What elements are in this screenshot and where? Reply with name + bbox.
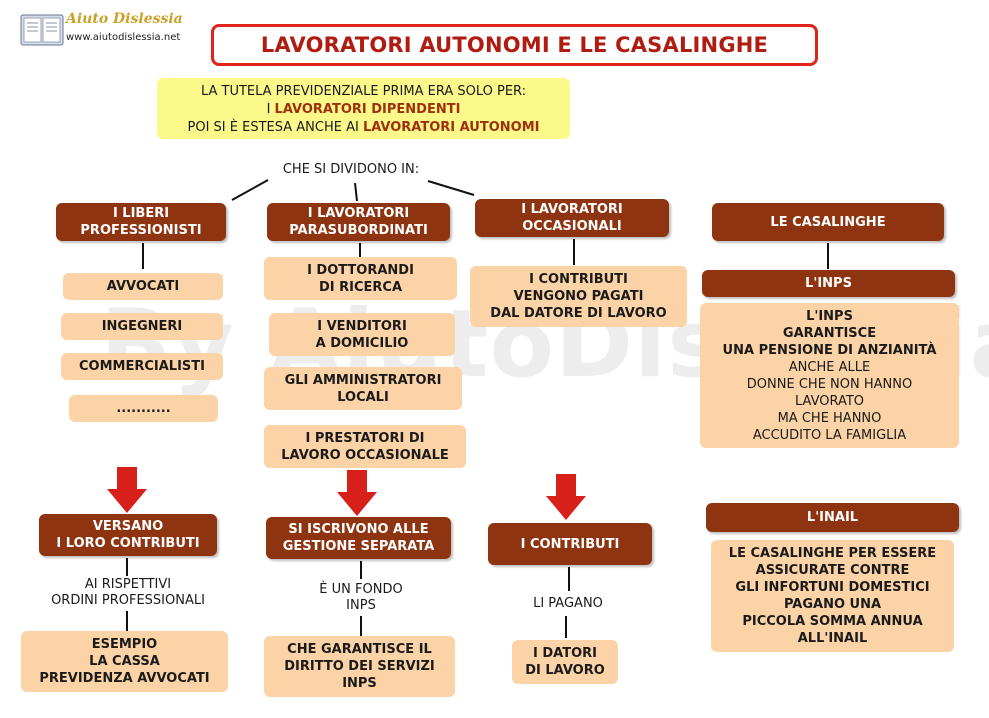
result-i-contributi: I CONTRIBUTI — [488, 523, 652, 565]
intro-line-1: LA TUTELA PREVIDENZIALE PRIMA ERA SOLO P… — [200, 84, 527, 99]
intro-line-3: POI SI È ESTESA ANCHE AI LAVORATORI AUTO… — [187, 120, 540, 135]
connector-line — [142, 243, 144, 269]
connector-line — [359, 243, 361, 257]
down-arrow-icon — [107, 467, 147, 513]
logo-url: www.aiutodislessia.net — [66, 32, 181, 43]
down-arrow-icon — [337, 470, 377, 516]
intro-box: LA TUTELA PREVIDENZIALE PRIMA ERA SOLO P… — [157, 78, 570, 139]
item-commercialisti: COMMERCIALISTI — [61, 353, 223, 380]
logo[interactable]: Aiuto Dislessia www.aiutodislessia.net — [20, 10, 183, 48]
link-li-pagano: LI PAGANO — [533, 596, 603, 611]
item-avvocati: AVVOCATI — [63, 273, 223, 300]
title-text: LAVORATORI AUTONOMI E LE CASALINGHE — [260, 33, 769, 57]
item-ellipsis: ........... — [69, 395, 218, 422]
inail-box: LE CASALINGHE PER ESSERE ASSICURATE CONT… — [711, 540, 954, 652]
divide-label: CHE SI DIVIDONO IN: — [282, 162, 420, 177]
header-inps: L'INPS — [702, 270, 955, 297]
page-title: LAVORATORI AUTONOMI E LE CASALINGHE — [211, 24, 818, 66]
logo-name: Aiuto Dislessia — [66, 11, 183, 27]
connector-line — [565, 616, 567, 638]
intro-line-2: I LAVORATORI DIPENDENTI — [266, 102, 461, 117]
down-arrow-icon — [546, 474, 586, 520]
header-inail: L'INAIL — [706, 503, 959, 532]
header-casalinghe: LE CASALINGHE — [712, 203, 944, 241]
connector-line — [126, 558, 128, 576]
connector-line — [360, 616, 362, 636]
book-logo-icon — [20, 14, 64, 46]
connector-line — [568, 567, 570, 591]
connector-line — [573, 239, 575, 265]
item-ingegneri: INGEGNERI — [61, 313, 223, 340]
connector-line — [126, 611, 128, 631]
connector-line — [360, 561, 362, 579]
connector-line — [827, 243, 829, 269]
inps-pension-box: L'INPS GARANTISCE UNA PENSIONE DI ANZIAN… — [700, 303, 959, 448]
